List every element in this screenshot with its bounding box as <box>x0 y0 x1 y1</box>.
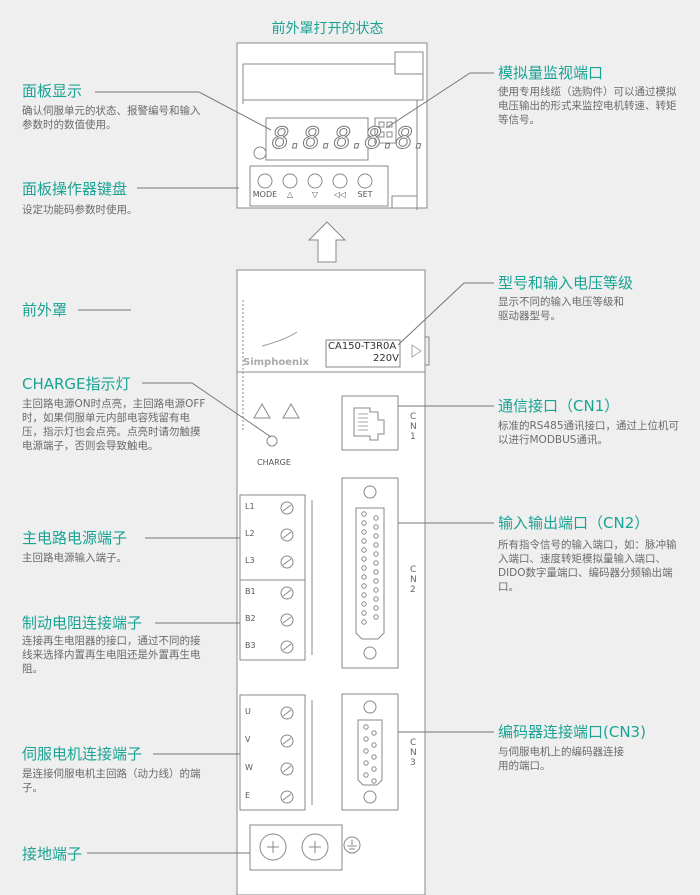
terminal-screw <box>280 734 294 748</box>
terminal-screw <box>280 790 294 804</box>
callout-desc-panel-display: 确认伺服单元的状态、报警编号和输入参数时的数值使用。 <box>22 105 201 131</box>
terminal-label: B2 <box>245 614 256 623</box>
callout-title-cn3: 编码器连接端口(CN3) <box>498 723 646 741</box>
display-window <box>265 117 369 161</box>
model-number: CA150-T3R0A <box>328 341 397 352</box>
callout-desc-brake: 连接再生电阻器的接口，通过不同的接线来选择内置再生电阻还是外置再生电阻。 <box>22 635 201 675</box>
callout-desc-cn1: 标准的RS485通讯接口，通过上位机可以进行MODBUS通讯。 <box>498 420 680 446</box>
callout-title-main-power: 主电路电源端子 <box>22 529 128 547</box>
key-label: ▽ <box>311 190 319 199</box>
key-label: MODE <box>252 190 278 199</box>
terminal-label: L3 <box>245 556 255 565</box>
terminal-screw <box>280 613 294 627</box>
terminal-label: W <box>245 763 253 772</box>
callout-desc-cn3: 与伺服电机上的编码器连接用的端口。 <box>498 746 624 772</box>
callout-title-model: 型号和输入电压等级 <box>498 274 634 292</box>
callout-desc-keypad: 设定功能码参数时使用。 <box>22 204 138 216</box>
key-button[interactable] <box>307 173 323 189</box>
terminal-label: L2 <box>245 529 255 538</box>
terminal-screw <box>280 640 294 654</box>
drive-body <box>236 269 426 895</box>
segment-display: 8.8.8.8.8. <box>272 121 430 156</box>
terminal-label: U <box>245 707 251 716</box>
brand-logo: Simphoenix <box>243 357 309 368</box>
callout-title-cn2: 输入输出端口（CN2） <box>498 514 650 532</box>
callout-title-panel-display: 面板显示 <box>22 82 83 100</box>
terminal-label: E <box>245 791 251 800</box>
terminal-label: L1 <box>245 502 255 511</box>
cn2-port <box>341 477 399 669</box>
key-label: △ <box>286 190 294 199</box>
callout-desc-model: 显示不同的输入电压等级和驱动器型号。 <box>498 296 624 322</box>
callout-title-ground: 接地端子 <box>22 845 83 863</box>
cn3-label: CN3 <box>410 738 417 768</box>
cn2-label: CN2 <box>410 565 417 595</box>
key-label: ◁◁ <box>333 190 347 199</box>
key-label: SET <box>357 190 373 199</box>
key-button[interactable] <box>357 173 373 189</box>
charge-led <box>266 435 278 447</box>
callout-desc-charge: 主回路电源ON时点亮，主回路电源OFF时，如果伺服单元内部电容残留有电压，指示灯… <box>22 398 206 452</box>
key-button[interactable] <box>257 173 273 189</box>
callout-desc-motor: 是连接伺服电机主回路（动力线）的端子。 <box>22 768 201 794</box>
analog-monitor-port <box>374 117 397 144</box>
cn1-rj45-port <box>341 395 399 451</box>
ground-screw <box>301 833 329 861</box>
key-button[interactable] <box>332 173 348 189</box>
terminal-screw <box>280 528 294 542</box>
terminal-screw <box>280 586 294 600</box>
callout-title-keypad: 面板操作器键盘 <box>22 180 128 198</box>
terminal-screw <box>280 706 294 720</box>
callout-title-front-cover: 前外罩 <box>22 301 68 319</box>
callout-desc-cn2: 所有指令信号的输入端口，如：脉冲输入端口、速度转矩模拟量输入端口、DIDO数字量… <box>498 539 677 593</box>
callout-title-brake: 制动电阻连接端子 <box>22 614 143 632</box>
diagram-title: 前外罩打开的状态 <box>271 21 384 37</box>
terminal-label: B3 <box>245 641 256 650</box>
ground-screw <box>259 833 287 861</box>
keypad <box>249 165 389 207</box>
charge-label: CHARGE <box>257 458 291 467</box>
terminal-screw <box>280 762 294 776</box>
callout-title-analog: 模拟量监视端口 <box>498 64 604 82</box>
callout-title-charge: CHARGE指示灯 <box>22 375 131 393</box>
arrow-up-icon <box>307 221 347 263</box>
cn1-label: CN1 <box>410 412 417 442</box>
ground-icon <box>343 836 361 854</box>
terminal-label: B1 <box>245 587 256 596</box>
terminal-label: V <box>245 735 251 744</box>
model-label-box <box>325 339 401 368</box>
key-button[interactable] <box>282 173 298 189</box>
callout-desc-main-power: 主回路电源输入端子。 <box>22 552 127 564</box>
terminal-screw <box>280 501 294 515</box>
callout-desc-analog: 使用专用线缆（选购件）可以通过模拟电压输出的形式来监控电机转速、转矩等信号。 <box>498 86 677 126</box>
cn3-port <box>341 693 399 811</box>
terminal-screw <box>280 555 294 569</box>
callout-title-cn1: 通信接口（CN1） <box>498 397 620 415</box>
input-voltage: 220V <box>373 353 399 364</box>
callout-title-motor: 伺服电机连接端子 <box>22 745 143 763</box>
ground-terminal <box>249 824 343 871</box>
